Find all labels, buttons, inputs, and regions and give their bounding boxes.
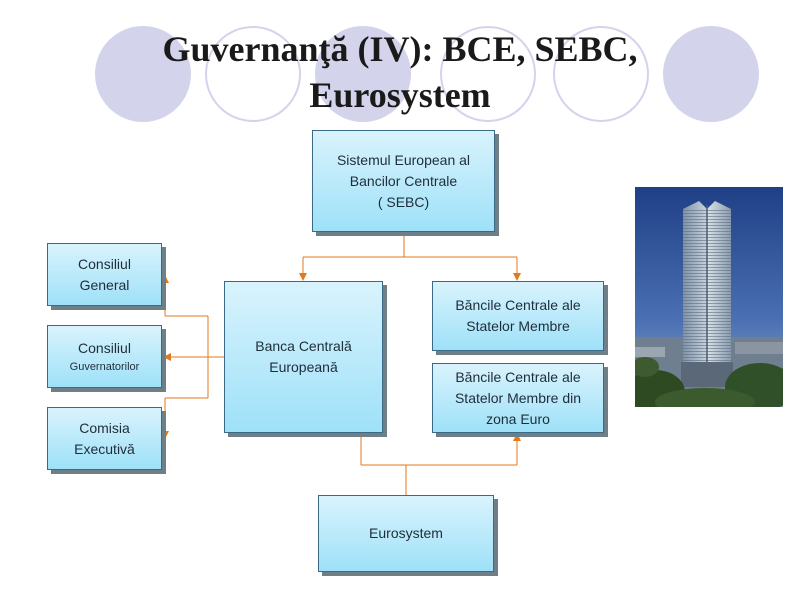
box-bce-line1: Banca Centrală: [255, 338, 352, 354]
ecb-tower-photo: [635, 187, 783, 407]
title-line-2: Eurosystem: [309, 75, 491, 115]
box-bcsm-line1: Băncile Centrale ale: [455, 297, 581, 313]
decor-circle-1: [95, 26, 191, 122]
box-sebc-line2: Bancilor Centrale: [349, 172, 458, 189]
title-line-1: Guvernanţă (IV): BCE, SEBC,: [162, 29, 638, 69]
box-eurosystem: Eurosystem: [318, 495, 494, 572]
box-comisia-executiva-line1: Comisia: [79, 419, 130, 436]
decor-circle-4: [440, 26, 536, 122]
box-consiliul-general-line1: Consiliul: [78, 255, 131, 272]
decor-circle-5: [553, 26, 649, 122]
box-bce: Banca Centrală Europeană: [224, 281, 383, 433]
box-bcsm-euro-line2: Statelor Membre din: [454, 389, 582, 406]
box-bcsm: Băncile Centrale ale Statelor Membre: [432, 281, 604, 351]
box-sebc-line1: Sistemul European al: [336, 151, 471, 168]
box-bcsm-euro-line1: Băncile Centrale ale: [455, 368, 581, 385]
box-bcsm-euro-line3: zona Euro: [486, 410, 550, 427]
decor-circle-3: [315, 26, 411, 122]
box-eurosystem-line1: Eurosystem: [369, 525, 443, 541]
box-consiliul-guvernatorilor-line2: Guvernatorilor: [69, 360, 140, 373]
slide-title: Guvernanţă (IV): BCE, SEBC, Eurosystem: [100, 26, 700, 118]
box-consiliul-guvernatorilor-line1: Consiliul: [78, 339, 131, 356]
box-comisia-executiva-line2: Executivă: [74, 440, 135, 457]
box-bcsm-line2: Statelor Membre: [466, 318, 570, 334]
box-sebc-line3: ( SEBC): [377, 193, 430, 210]
box-sebc: Sistemul European al Bancilor Centrale (…: [312, 130, 495, 232]
box-consiliul-general: Consiliul General: [47, 243, 162, 306]
box-bce-line2: Europeană: [269, 359, 338, 375]
decor-circle-6: [663, 26, 759, 122]
decor-circle-2: [205, 26, 301, 122]
box-bcsm-euro: Băncile Centrale ale Statelor Membre din…: [432, 363, 604, 433]
box-consiliul-general-line2: General: [79, 276, 130, 293]
box-consiliul-guvernatorilor: Consiliul Guvernatorilor: [47, 325, 162, 388]
box-comisia-executiva: Comisia Executivă: [47, 407, 162, 470]
